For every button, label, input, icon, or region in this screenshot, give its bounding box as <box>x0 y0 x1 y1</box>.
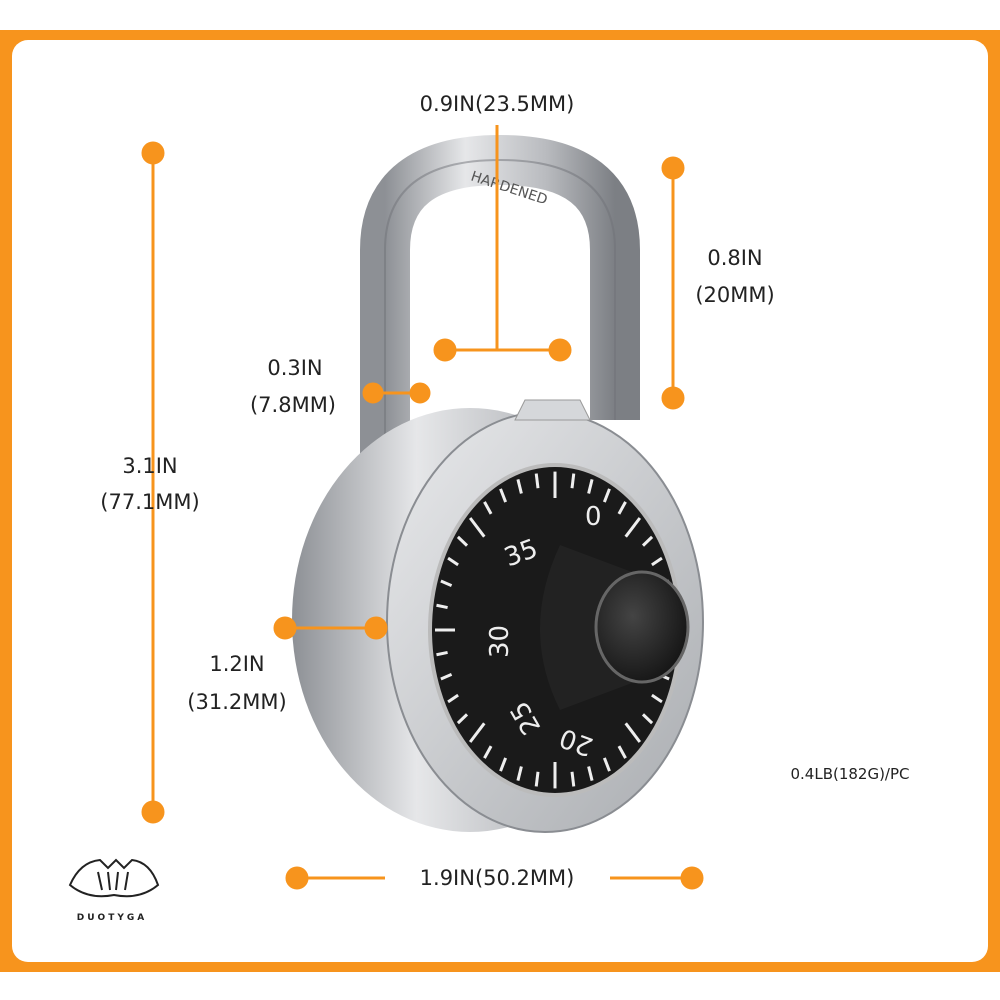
shackle-clearance-mm-label: (20MM) <box>695 283 775 307</box>
dial-tick <box>617 501 627 515</box>
dial-tick <box>602 488 611 503</box>
dial-tick <box>440 672 453 681</box>
dial-tick <box>483 501 493 515</box>
dial-tick <box>570 771 576 787</box>
weight-label: 0.4LB(182G)/PC <box>790 765 910 783</box>
dial-tick <box>468 517 486 538</box>
dial-tick <box>499 488 508 503</box>
dial-tick <box>516 478 523 494</box>
dial-ticks <box>435 471 675 789</box>
dial-tick <box>456 535 469 547</box>
dial-tick <box>617 745 627 759</box>
dial-tick <box>641 713 654 725</box>
dial-tick <box>587 478 594 494</box>
brand-name: DUOTYGA <box>76 913 148 923</box>
dial-tick <box>624 517 642 538</box>
shackle-width-label: 0.9IN(23.5MM) <box>419 92 575 116</box>
dial-tick <box>447 693 459 704</box>
shackle-clearance-in-label: 0.8IN <box>707 246 763 270</box>
dimension-markers <box>141 125 704 890</box>
body-depth-mm-label: (31.2MM) <box>187 690 287 714</box>
body-depth-in-label: 1.2IN <box>209 652 265 676</box>
body-width-label: 1.9IN(50.2MM) <box>419 866 575 890</box>
dial-tick <box>483 745 493 759</box>
total-height-in-label: 3.1IN <box>122 454 178 478</box>
dial-tick <box>602 757 611 772</box>
dial-tick <box>624 722 642 743</box>
dial-tick <box>651 693 663 704</box>
dial-tick <box>651 556 663 567</box>
total-height-mm-label: (77.1MM) <box>100 490 200 514</box>
dial-knob <box>594 570 690 684</box>
dial-tick <box>440 579 453 588</box>
dial-tick <box>499 757 508 772</box>
dial-tick <box>447 556 459 567</box>
dial-tick <box>534 473 540 489</box>
dial-tick <box>436 603 448 610</box>
dial-tick <box>641 535 654 547</box>
dial-tick <box>436 650 448 657</box>
dial-tick <box>456 713 469 725</box>
shackle-diameter-in-label: 0.3IN <box>267 356 323 380</box>
dial-tick <box>570 473 576 489</box>
dial-tick <box>534 771 540 787</box>
shackle-diameter-mm-label: (7.8MM) <box>249 393 337 417</box>
dial-tick <box>587 766 594 782</box>
dial-number-30: 30 <box>485 625 515 658</box>
dial-number-0: 0 <box>585 502 602 532</box>
dial-tick <box>516 766 523 782</box>
dial-tick <box>468 722 486 743</box>
duotyga-logo <box>68 858 160 898</box>
